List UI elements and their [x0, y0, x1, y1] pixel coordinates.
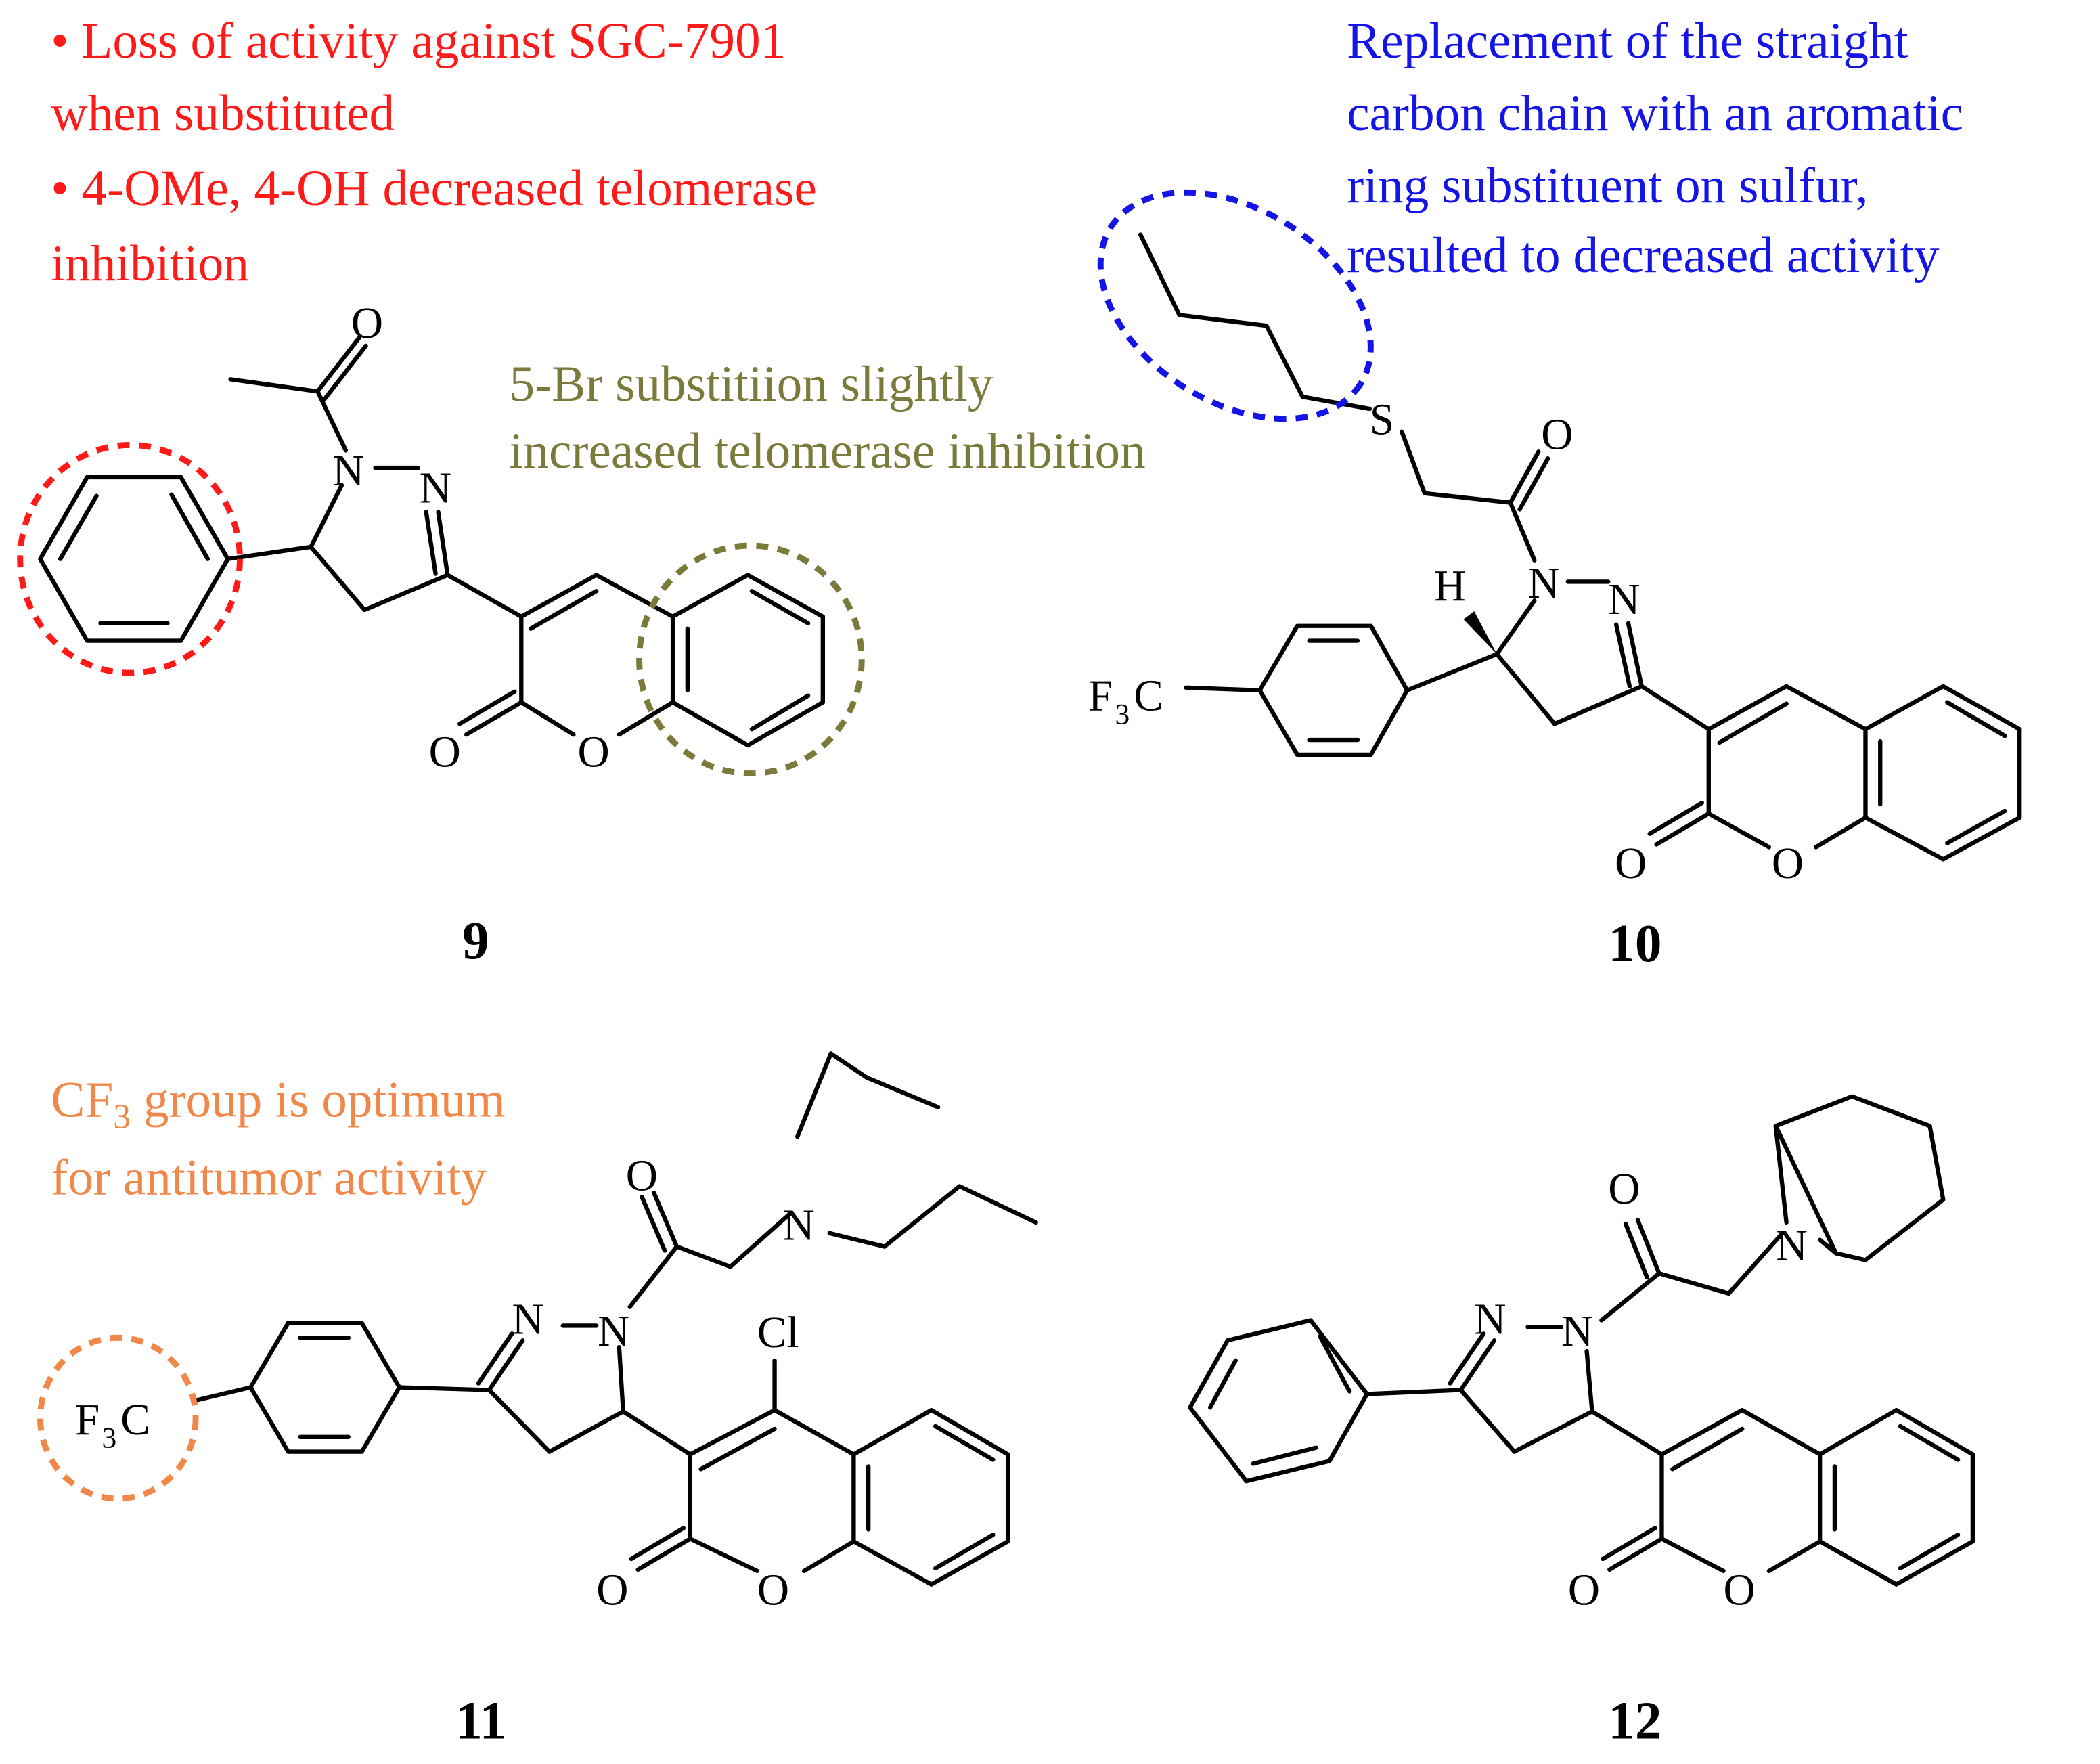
c11-carbon: C	[120, 1396, 150, 1445]
c9-n1: N	[332, 447, 364, 495]
c10-carbon: C	[1134, 672, 1163, 721]
olive-note-line-2: increased telomerase inhibition	[509, 423, 1146, 480]
orange-cf: CF	[51, 1072, 114, 1129]
compound-12-structure	[1188, 1094, 1975, 1587]
compound-label-9: 9	[462, 910, 489, 971]
compound-label-11: 11	[455, 1690, 507, 1751]
c11-carbonyl-oxygen: O	[596, 1566, 628, 1614]
c10-n1: N	[1527, 559, 1559, 608]
orange-rest: group is optimum	[131, 1072, 506, 1129]
c10-ring-oxygen: O	[1772, 839, 1804, 888]
c10-carbonyl-oxygen: O	[1615, 839, 1647, 888]
c9-ring-oxygen: O	[577, 728, 609, 777]
c11-n1: N	[598, 1307, 629, 1356]
c12-amide-oxygen: O	[1608, 1165, 1640, 1214]
c11-f-subscript: 3	[102, 1422, 116, 1455]
c9-n2: N	[420, 464, 451, 513]
olive-note-line-1: 5-Br substitiion slightly	[509, 356, 993, 413]
c11-amine-nitrogen: N	[782, 1201, 814, 1250]
blue-note-line-1: Replacement of the straight	[1347, 13, 1908, 70]
red-note-line-3: • 4-OMe, 4-OH decreased telomerase	[51, 160, 817, 217]
c12-carbonyl-oxygen: O	[1568, 1566, 1600, 1614]
c9-carbonyl-oxygen: O	[429, 728, 461, 777]
orange-cf-subscript: 3	[113, 1097, 131, 1137]
compound-label-10: 10	[1608, 912, 1662, 973]
blue-highlight-ellipse	[1097, 189, 1374, 422]
c11-amide-oxygen: O	[626, 1151, 658, 1200]
c10-amide-oxygen: O	[1541, 410, 1573, 459]
c12-ring-oxygen: O	[1724, 1566, 1756, 1614]
orange-highlight-circle	[37, 1334, 199, 1502]
compound-label-12: 12	[1608, 1690, 1662, 1751]
red-note-line-1: • Loss of activity against SGC-7901	[51, 13, 786, 70]
c12-piperidine-nitrogen: N	[1776, 1221, 1808, 1270]
olive-highlight-circle	[636, 542, 865, 777]
c10-n2: N	[1608, 575, 1640, 624]
blue-note-line-4: resulted to decreased activity	[1347, 227, 1940, 284]
c11-chlorine: Cl	[757, 1308, 799, 1357]
c11-n2: N	[512, 1295, 543, 1344]
compound-11-structure	[192, 1051, 1038, 1587]
compound-9-structure	[38, 335, 826, 748]
atom-labels: O N N O O S O N N H F 3 C O O O N N N Cl…	[75, 299, 1808, 1614]
orange-note-line-1: CF3 group is optimum	[51, 1067, 506, 1151]
blue-note-line-3: ring substituent on sulfur,	[1347, 158, 1869, 215]
orange-note-line-2: for antitumor activity	[51, 1150, 487, 1207]
c12-n1: N	[1561, 1307, 1593, 1356]
c9-acetyl-oxygen: O	[351, 299, 383, 348]
blue-note-line-2: carbon chain with an aromatic	[1347, 85, 1964, 142]
red-note-line-4: inhibition	[51, 236, 249, 292]
c10-sulfur: S	[1370, 396, 1394, 445]
compound-10-structure	[1138, 232, 2022, 862]
wedge-bond	[1463, 611, 1497, 655]
c10-f-subscript: 3	[1115, 698, 1130, 730]
c11-fluorine: F	[75, 1396, 99, 1445]
red-note-line-2: when substituted	[51, 85, 395, 142]
c11-ring-oxygen: O	[757, 1566, 789, 1614]
c10-hydrogen: H	[1434, 562, 1466, 611]
c10-fluorine: F	[1088, 672, 1113, 721]
red-highlight-circle	[17, 441, 243, 676]
c12-n2: N	[1474, 1295, 1506, 1344]
